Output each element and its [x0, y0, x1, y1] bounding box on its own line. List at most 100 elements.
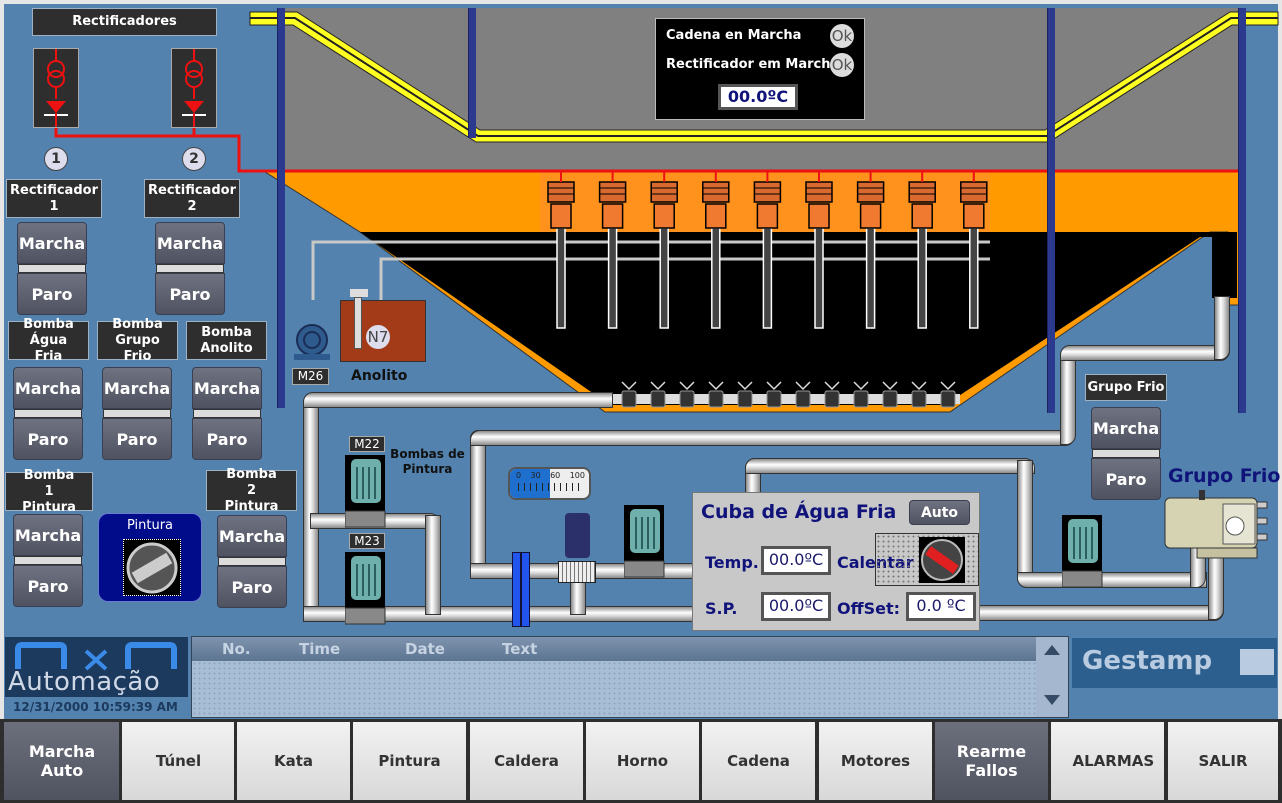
- spray-nozzle: [766, 381, 782, 408]
- chiller-start-button[interactable]: Marcha: [1091, 407, 1161, 449]
- anode-electrode: [805, 171, 833, 329]
- motor-tag-m22: M22: [349, 436, 385, 452]
- nav-button-horno[interactable]: Horno: [583, 722, 699, 800]
- nav-button-túnel[interactable]: Túnel: [119, 722, 235, 800]
- pipe: [1060, 345, 1230, 361]
- selector-knob-icon: [123, 539, 181, 596]
- nav-button-label: Pintura: [378, 751, 441, 770]
- chiller-pump-stop-button[interactable]: Paro: [102, 418, 172, 460]
- rectifier-2-start-button[interactable]: Marcha: [155, 222, 225, 264]
- column-header-time[interactable]: Time: [299, 640, 341, 658]
- paint-pump-1-controls: Marcha Paro: [13, 514, 83, 607]
- rectifiers-title: Rectificadores: [32, 8, 217, 36]
- button-separator: [218, 557, 286, 566]
- offset-label: OffSet:: [837, 599, 900, 618]
- level-gauge: 0 30 60 100: [508, 467, 591, 500]
- alarm-scrollbar[interactable]: [1036, 637, 1068, 717]
- rectifier-1-number: 1: [44, 147, 68, 171]
- button-separator: [18, 264, 86, 273]
- chiller-pump-start-button[interactable]: Marcha: [102, 367, 172, 409]
- pipe: [303, 395, 319, 620]
- cold-water-pump-motor-icon[interactable]: [623, 505, 666, 589]
- cold-water-pump-stop-button[interactable]: Paro: [13, 418, 83, 460]
- pipe: [1208, 550, 1224, 620]
- column-header-no[interactable]: No.: [222, 640, 251, 658]
- anode-electrode: [702, 171, 730, 329]
- motor-tag-m23: M23: [349, 533, 385, 549]
- anode-electrode: [650, 171, 678, 329]
- nav-button-rearme-fallos[interactable]: Rearme Fallos: [932, 722, 1048, 800]
- brand-name: Gestamp: [1082, 646, 1213, 676]
- motor-tag-m26: M26: [292, 368, 329, 385]
- rectifier-1-start-button[interactable]: Marcha: [17, 222, 87, 264]
- nav-button-kata[interactable]: Kata: [234, 722, 350, 800]
- nav-button-motores[interactable]: Motores: [816, 722, 932, 800]
- chain-running-label: Cadena en Marcha: [666, 28, 802, 43]
- paint-pump-1-stop-button[interactable]: Paro: [13, 565, 83, 607]
- level-sensor-n7: N7: [366, 325, 390, 349]
- nav-button-label: SALIR: [1198, 751, 1248, 770]
- rectifier-1-stop-button[interactable]: Paro: [17, 273, 87, 315]
- anolyte-label: Anolito: [351, 368, 408, 384]
- logo-panel: Automação: [5, 637, 188, 697]
- paint-pump-1-start-button[interactable]: Marcha: [13, 514, 83, 556]
- nav-button-salir[interactable]: SALIR: [1165, 722, 1278, 800]
- pipe: [303, 392, 613, 408]
- temp-value: 00.0ºC: [761, 546, 831, 575]
- paint-pump-1-motor-icon[interactable]: [344, 455, 387, 539]
- nozzles: [580, 381, 960, 408]
- brand-logo-icon: [1240, 649, 1274, 675]
- rectifier-2-stop-button[interactable]: Paro: [155, 273, 225, 315]
- setpoint-value[interactable]: 00.0ºC: [761, 592, 831, 621]
- heat-knob-icon: [919, 537, 965, 583]
- chiller-stop-button[interactable]: Paro: [1091, 458, 1161, 500]
- cold-water-pump-start-button[interactable]: Marcha: [13, 367, 83, 409]
- scroll-up-icon[interactable]: [1044, 645, 1060, 655]
- spray-nozzle: [853, 381, 869, 408]
- nav-button-label: Horno: [616, 751, 669, 770]
- pipe: [470, 430, 486, 578]
- chiller-label: Grupo Frio: [1085, 374, 1167, 401]
- gauge-tick-label: 60: [550, 471, 561, 480]
- pipe: [1017, 460, 1033, 588]
- button-separator: [193, 409, 261, 418]
- scroll-down-icon[interactable]: [1044, 695, 1060, 705]
- spray-nozzle: [679, 381, 695, 408]
- anolyte-pump-icon[interactable]: [292, 322, 332, 362]
- nav-button-cadena[interactable]: Cadena: [699, 722, 815, 800]
- paint-pump-2-stop-button[interactable]: Paro: [217, 566, 287, 608]
- nav-button-alarmas[interactable]: ALARMAS: [1048, 722, 1164, 800]
- chiller-pump-motor-icon[interactable]: [1061, 515, 1104, 599]
- flow-valve[interactable]: [512, 552, 530, 627]
- spray-nozzle: [621, 381, 637, 408]
- nav-button-marcha-auto[interactable]: Marcha Auto: [4, 722, 120, 800]
- column-header-text[interactable]: Text: [502, 640, 538, 658]
- status-panel: Cadena en Marcha Ok Rectificador em Marc…: [655, 18, 865, 120]
- paint-pump-2-controls: Marcha Paro: [217, 515, 287, 608]
- cold-tank-auto-button[interactable]: Auto: [909, 500, 970, 525]
- nav-button-label: Motores: [840, 751, 911, 770]
- anolyte-tank: N7: [340, 289, 426, 362]
- heat-selector-switch[interactable]: [875, 533, 979, 586]
- column-header-date[interactable]: Date: [405, 640, 445, 658]
- offset-value[interactable]: 0.0 ºC: [906, 592, 976, 621]
- anode-electrode: [856, 171, 885, 329]
- pipe: [978, 605, 1224, 621]
- paint-pump-2-motor-icon[interactable]: [344, 552, 387, 636]
- anolyte-pump-stop-button[interactable]: Paro: [192, 418, 262, 460]
- spray-nozzle: [650, 381, 666, 408]
- chiller-pump-label: Bomba Grupo Frio: [97, 317, 178, 364]
- datetime: 12/31/2000 10:59:39 AM: [13, 700, 178, 714]
- paint-selector-switch[interactable]: Pintura: [98, 513, 202, 602]
- filter-cartridge: [565, 513, 590, 558]
- rectifier-2-controls: Marcha Paro: [155, 222, 225, 315]
- gauge-tick-label: 30: [530, 471, 541, 480]
- anolyte-pump-start-button[interactable]: Marcha: [192, 367, 262, 409]
- chiller-unit-icon: [1163, 490, 1269, 560]
- support-post: [277, 8, 285, 408]
- nav-button-pintura[interactable]: Pintura: [350, 722, 466, 800]
- nav-button-caldera[interactable]: Caldera: [467, 722, 583, 800]
- paint-pump-1-label: Bomba 1 Pintura: [5, 468, 93, 515]
- paint-pump-2-start-button[interactable]: Marcha: [217, 515, 287, 557]
- spray-nozzle: [911, 381, 927, 408]
